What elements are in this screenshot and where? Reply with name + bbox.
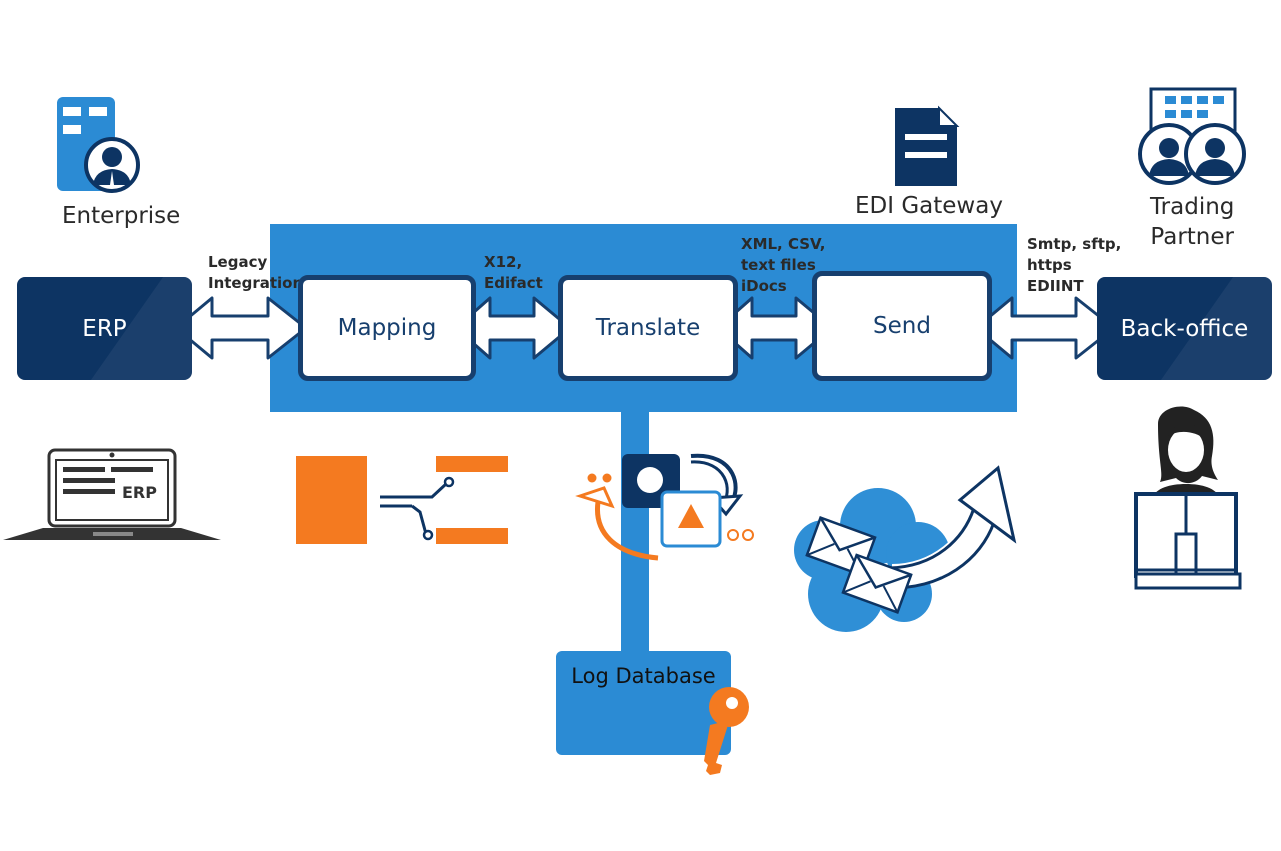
arrow-erp-mapping: [174, 296, 308, 360]
edi-gateway-label: EDI Gateway: [855, 193, 1003, 219]
xml-csv-label: XML, CSV, text files iDocs: [741, 235, 826, 295]
legacy-integration-label: Legacy Integration: [208, 253, 304, 292]
key-icon: [704, 687, 749, 775]
translate-icon: [575, 453, 754, 561]
operator-workstation-icon: [1134, 406, 1242, 590]
send-label: Send: [873, 313, 931, 339]
envelope-cloud-icon: [794, 465, 1017, 632]
translate-stage[interactable]: Translate: [558, 275, 738, 381]
translate-label: Translate: [595, 315, 701, 341]
laptop-erp-text: ERP: [122, 483, 157, 502]
x12-edifact-label: X12, Edifact: [484, 253, 543, 292]
edi-document-icon: [895, 105, 960, 186]
mapping-label: Mapping: [337, 315, 437, 341]
mapping-stage[interactable]: Mapping: [298, 275, 476, 381]
smtp-sftp-label: Smtp, sftp, https EDIINT: [1027, 235, 1122, 295]
laptop-erp-icon: [3, 448, 221, 540]
erp-label: ERP: [82, 315, 127, 342]
mapping-icon: [296, 456, 508, 544]
erp-endpoint[interactable]: ERP: [17, 277, 192, 380]
trading-partner-label: Trading Partner: [1150, 194, 1235, 250]
log-database-label: Log Database: [571, 664, 716, 688]
send-stage[interactable]: Send: [812, 271, 992, 381]
trading-partner-building-icon: [1138, 87, 1246, 185]
arrow-send-backoffice: [974, 296, 1116, 360]
backoffice-label: Back-office: [1120, 315, 1249, 342]
log-database-box: [556, 651, 731, 755]
enterprise-building-icon: [57, 97, 140, 193]
enterprise-label: Enterprise: [62, 203, 181, 229]
gateway-stem: [621, 410, 649, 655]
backoffice-endpoint[interactable]: Back-office: [1097, 277, 1272, 380]
